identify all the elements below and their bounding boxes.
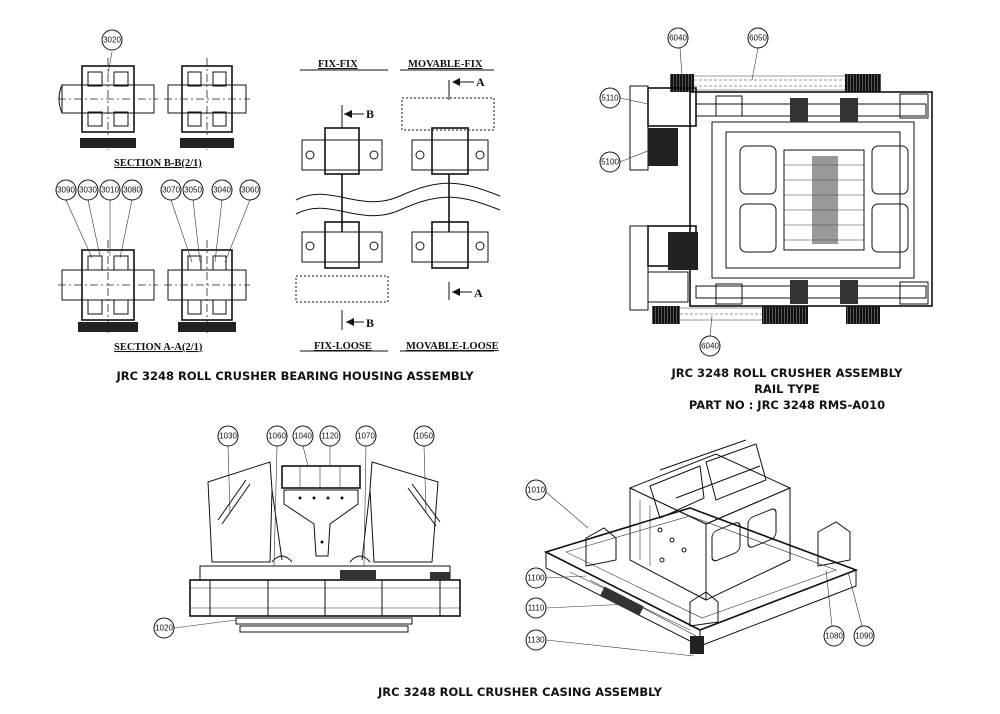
balloon-1070: 1070 xyxy=(355,425,377,447)
movable-loose-label: MOVABLE-LOOSE xyxy=(406,341,499,352)
assembly-plan-view: 6040 6050 5110 5100 6040 xyxy=(599,27,933,357)
section-aa-view: 3090 3030 3010 3080 3070 3050 3040 3060 … xyxy=(55,179,261,353)
bearing-arrangement-schematic: FIX-FIX MOVABLE-FIX A B xyxy=(295,59,501,352)
svg-text:1070: 1070 xyxy=(357,432,375,441)
svg-text:B: B xyxy=(366,316,374,330)
bearing-aa-right xyxy=(164,240,250,335)
balloon-6040-top: 6040 xyxy=(667,27,689,49)
section-bb-view: 3020 SECTION B-B(2/1) xyxy=(58,29,250,169)
balloon-3040: 3040 xyxy=(211,179,233,201)
svg-text:A: A xyxy=(474,286,483,300)
assembly-title-line1: JRC 3248 ROLL CRUSHER ASSEMBLY xyxy=(670,366,903,380)
bearing-housing-title: JRC 3248 ROLL CRUSHER BEARING HOUSING AS… xyxy=(115,369,474,383)
movable-fix-label: MOVABLE-FIX xyxy=(408,59,483,70)
balloon-1060: 1060 xyxy=(266,425,288,447)
svg-text:3070: 3070 xyxy=(162,186,180,195)
svg-text:5100: 5100 xyxy=(601,158,619,167)
balloon-1040: 1040 xyxy=(292,425,314,447)
svg-text:1120: 1120 xyxy=(321,432,339,441)
svg-text:3060: 3060 xyxy=(241,186,259,195)
svg-text:3040: 3040 xyxy=(213,186,231,195)
section-bb-label: SECTION B-B(2/1) xyxy=(114,158,202,169)
balloon-1090: 1090 xyxy=(853,625,875,647)
svg-text:3030: 3030 xyxy=(79,186,97,195)
svg-text:1060: 1060 xyxy=(268,432,286,441)
balloon-3060: 3060 xyxy=(239,179,261,201)
svg-text:1080: 1080 xyxy=(825,632,843,641)
balloon-3010: 3010 xyxy=(99,179,121,201)
svg-text:3090: 3090 xyxy=(57,186,75,195)
svg-text:B: B xyxy=(366,107,374,121)
balloon-3020: 3020 xyxy=(101,29,123,51)
bearing-bb-right xyxy=(164,58,250,150)
balloon-1120: 1120 xyxy=(319,425,341,447)
balloon-1010: 1010 xyxy=(525,479,547,501)
balloon-5110: 5110 xyxy=(599,87,621,109)
casing-front-view: 1030 1060 1040 1120 1070 1050 1020 xyxy=(153,425,461,639)
assembly-title-line2: RAIL TYPE xyxy=(754,382,820,396)
balloon-3030: 3030 xyxy=(77,179,99,201)
section-aa-label: SECTION A-A(2/1) xyxy=(114,342,203,353)
balloon-1030: 1030 xyxy=(217,425,239,447)
bearing-bb-left xyxy=(58,58,158,150)
svg-text:3010: 3010 xyxy=(101,186,119,195)
balloon-6040-bottom: 6040 xyxy=(699,335,721,357)
balloon-1100: 1100 xyxy=(525,567,547,589)
svg-text:6040: 6040 xyxy=(701,342,719,351)
svg-text:1050: 1050 xyxy=(415,432,433,441)
svg-text:1110: 1110 xyxy=(528,604,545,613)
balloon-1050: 1050 xyxy=(413,425,435,447)
svg-text:1090: 1090 xyxy=(855,632,873,641)
balloon-1130: 1130 xyxy=(525,629,547,651)
balloon-1080: 1080 xyxy=(823,625,845,647)
svg-text:1030: 1030 xyxy=(219,432,237,441)
svg-text:5110: 5110 xyxy=(601,94,619,103)
balloon-3090: 3090 xyxy=(55,179,77,201)
balloon-5100: 5100 xyxy=(599,151,621,173)
svg-text:3020: 3020 xyxy=(103,36,121,45)
svg-text:A: A xyxy=(476,75,485,89)
assembly-title-line3: PART NO : JRC 3248 RMS-A010 xyxy=(689,398,885,412)
svg-text:1040: 1040 xyxy=(294,432,312,441)
svg-text:3050: 3050 xyxy=(184,186,202,195)
balloon-3070: 3070 xyxy=(160,179,182,201)
casing-isometric-view: 1010 1100 1110 1130 1080 1090 xyxy=(525,439,875,657)
upper-housings xyxy=(301,127,489,232)
balloon-3050: 3050 xyxy=(182,179,204,201)
balloon-6050: 6050 xyxy=(747,27,769,49)
svg-text:1100: 1100 xyxy=(527,574,545,583)
casing-title: JRC 3248 ROLL CRUSHER CASING ASSEMBLY xyxy=(377,685,663,699)
svg-text:3080: 3080 xyxy=(123,186,141,195)
svg-text:6050: 6050 xyxy=(749,34,767,43)
balloon-1110: 1110 xyxy=(525,597,547,619)
svg-text:1020: 1020 xyxy=(155,624,173,633)
svg-text:1130: 1130 xyxy=(527,636,545,645)
balloon-3080: 3080 xyxy=(121,179,143,201)
lower-housings xyxy=(295,221,489,303)
fix-fix-label: FIX-FIX xyxy=(318,59,358,70)
svg-text:6040: 6040 xyxy=(669,34,687,43)
bearing-aa-left xyxy=(58,240,158,335)
fix-loose-label: FIX-LOOSE xyxy=(314,341,372,352)
balloon-1020: 1020 xyxy=(153,617,175,639)
svg-text:1010: 1010 xyxy=(527,486,545,495)
